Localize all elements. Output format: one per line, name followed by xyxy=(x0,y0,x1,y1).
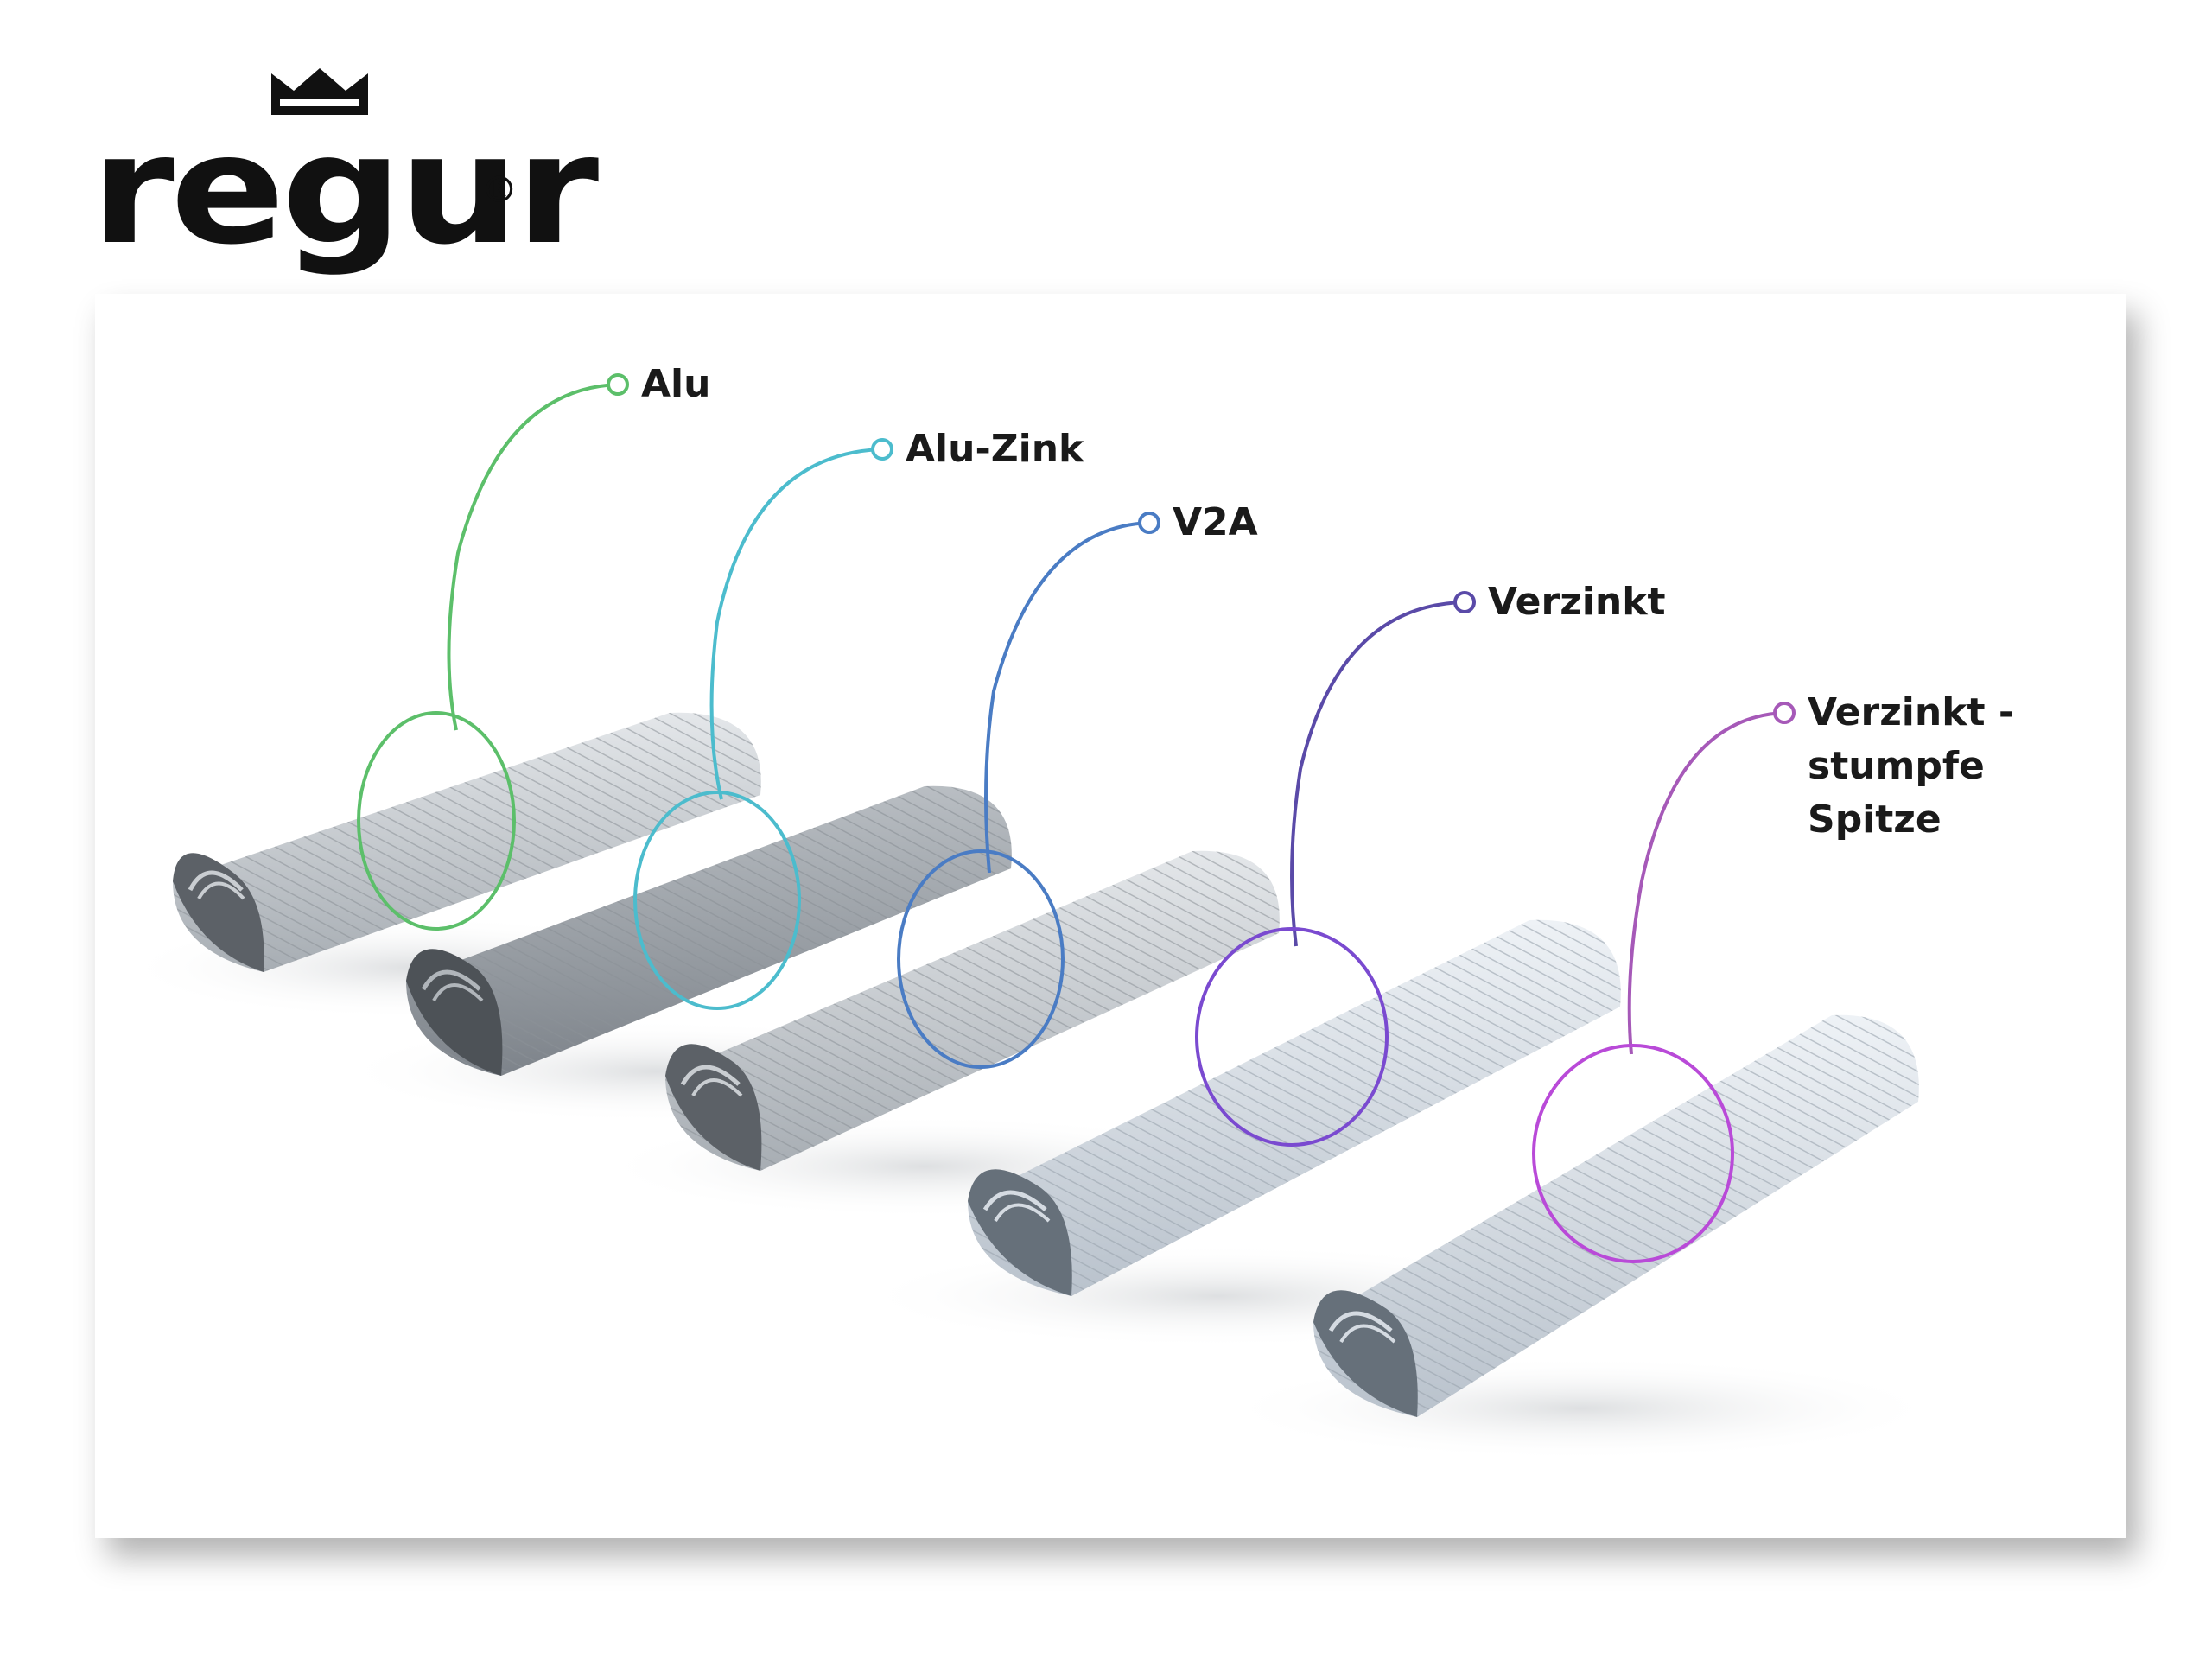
brand-name: regur xyxy=(91,103,599,278)
callout-v2a xyxy=(897,512,1160,1069)
callout-verzinkt xyxy=(1195,591,1476,1147)
staple-strip-verzinkt-stumpf xyxy=(1218,1014,1944,1460)
label-v2a: V2A xyxy=(1173,500,1258,544)
callout-alu xyxy=(357,373,629,931)
callout-verzinkt-stumpf xyxy=(1532,702,1796,1263)
crown-icon xyxy=(271,68,368,115)
label-alu: Alu xyxy=(641,362,711,406)
label-alu-zink: Alu-Zink xyxy=(906,427,1084,471)
label-verzinkt: Verzinkt xyxy=(1488,580,1666,624)
regur-logo: regur ® xyxy=(91,65,599,266)
label-verzinkt-stumpf: Verzinkt - stumpfe Spitze xyxy=(1808,690,2015,842)
product-card: Alu Alu-Zink V2A Verzinkt Verzinkt - stu… xyxy=(95,294,2126,1538)
staple-strip-verzinkt xyxy=(855,919,1621,1348)
staple-scene xyxy=(121,373,1944,1460)
callout-alu-zink xyxy=(633,438,893,1010)
registered-mark: ® xyxy=(481,168,518,211)
